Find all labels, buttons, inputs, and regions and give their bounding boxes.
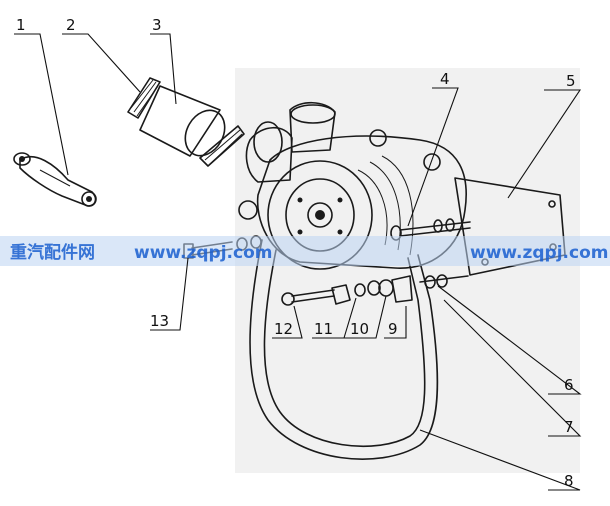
callout-1: 1	[16, 16, 26, 34]
watermark-band: 重汽配件网 www.zqpj.com www.zqpj.com	[0, 236, 610, 266]
callout-9: 9	[388, 320, 398, 338]
callout-11: 11	[314, 320, 333, 338]
part-2-hose-clamp	[127, 77, 245, 167]
callout-4: 4	[440, 70, 450, 88]
callout-10: 10	[350, 320, 369, 338]
callout-7: 7	[564, 418, 574, 436]
callout-3: 3	[152, 16, 162, 34]
callout-5: 5	[566, 72, 576, 90]
callout-2: 2	[66, 16, 76, 34]
watermark-left-text: 重汽配件网	[10, 242, 95, 263]
part-12-bolt	[281, 289, 335, 306]
assembly-background	[235, 68, 580, 473]
leader-lines	[14, 33, 582, 491]
watermark-url-1: www.zqpj.com	[134, 243, 272, 263]
callout-8: 8	[564, 472, 574, 490]
part-3-hose	[139, 85, 226, 157]
watermark-url-2: www.zqpj.com	[470, 243, 608, 263]
callout-12: 12	[274, 320, 293, 338]
part-8-belt-inner	[263, 249, 426, 448]
part-8-belt	[249, 239, 439, 460]
callout-6: 6	[564, 376, 574, 394]
callout-13: 13	[150, 312, 169, 330]
part-6-7-fasteners	[390, 218, 471, 289]
part-1-clamp	[13, 152, 97, 207]
part-11-10-9-hardware	[331, 275, 413, 305]
